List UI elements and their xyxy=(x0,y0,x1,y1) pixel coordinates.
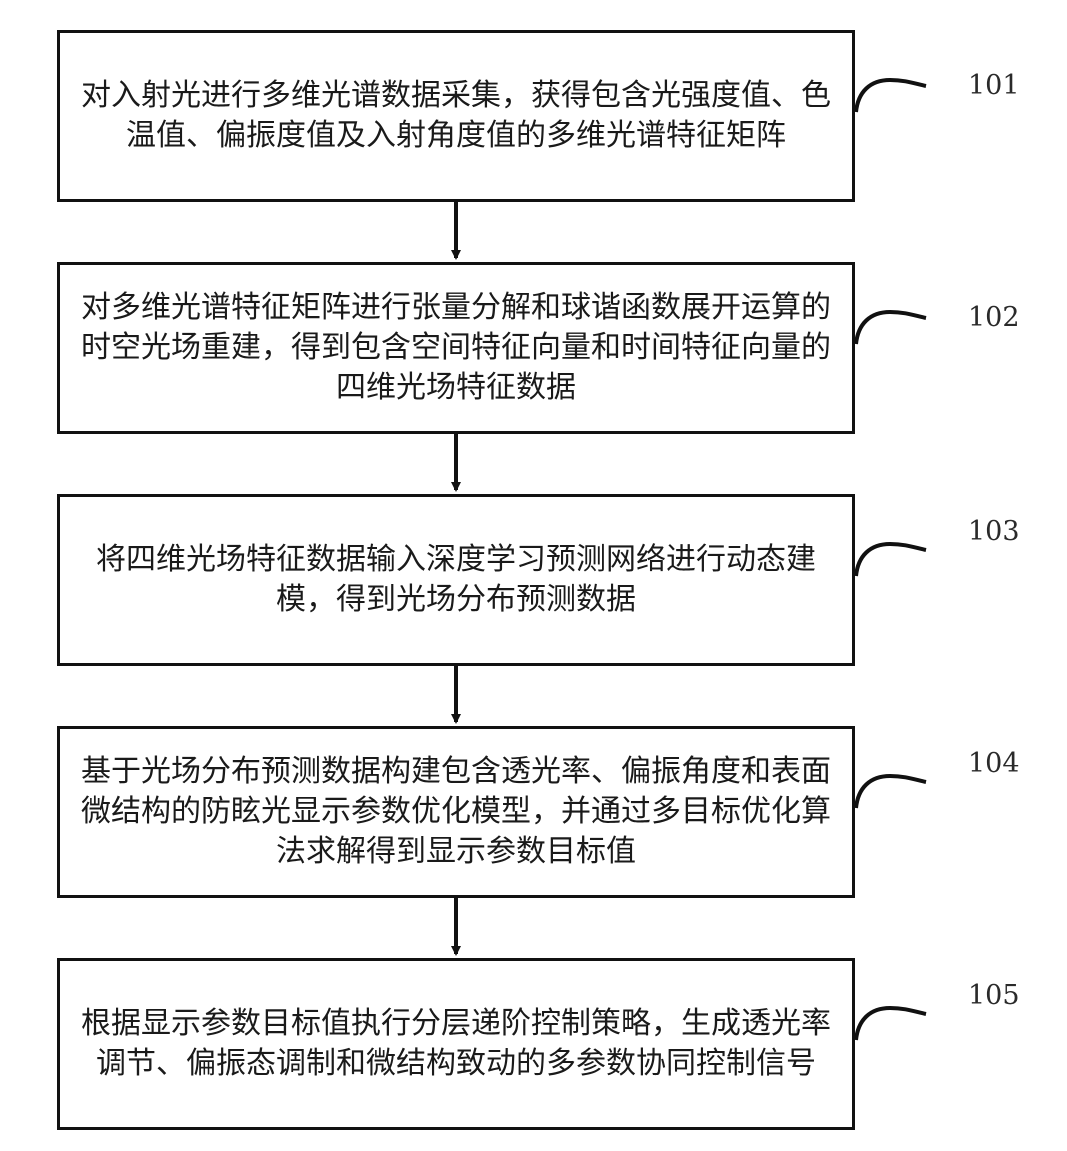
step-label-105: 105 xyxy=(968,980,1020,1011)
step-text-103: 将四维光场特征数据输入深度学习预测网络进行动态建模，得到光场分布预测数据 xyxy=(96,542,816,617)
step-text-101: 对入射光进行多维光谱数据采集，获得包含光强度值、色温值、偏振度值及入射角度值的多… xyxy=(81,78,831,153)
step-text-104: 基于光场分布预测数据构建包含透光率、偏振角度和表面微结构的防眩光显示参数优化模型… xyxy=(81,754,831,869)
step-box-105: 根据显示参数目标值执行分层递阶控制策略，生成透光率调节、偏振态调制和微结构致动的… xyxy=(57,958,855,1130)
step-label-104: 104 xyxy=(968,748,1020,779)
step-label-103: 103 xyxy=(968,516,1020,547)
step-text-102: 对多维光谱特征矩阵进行张量分解和球谐函数展开运算的时空光场重建，得到包含空间特征… xyxy=(81,290,831,405)
step-label-102: 102 xyxy=(968,302,1020,333)
leader-line-101 xyxy=(854,77,927,113)
leader-line-103 xyxy=(854,541,927,577)
step-text-105: 根据显示参数目标值执行分层递阶控制策略，生成透光率调节、偏振态调制和微结构致动的… xyxy=(81,1006,831,1081)
leader-line-105 xyxy=(854,1005,927,1041)
step-box-101: 对入射光进行多维光谱数据采集，获得包含光强度值、色温值、偏振度值及入射角度值的多… xyxy=(57,30,855,202)
step-label-101: 101 xyxy=(968,70,1020,101)
leader-line-104 xyxy=(854,773,927,809)
step-box-103: 将四维光场特征数据输入深度学习预测网络进行动态建模，得到光场分布预测数据 xyxy=(57,494,855,666)
step-box-102: 对多维光谱特征矩阵进行张量分解和球谐函数展开运算的时空光场重建，得到包含空间特征… xyxy=(57,262,855,434)
step-box-104: 基于光场分布预测数据构建包含透光率、偏振角度和表面微结构的防眩光显示参数优化模型… xyxy=(57,726,855,898)
leader-line-102 xyxy=(854,309,927,345)
